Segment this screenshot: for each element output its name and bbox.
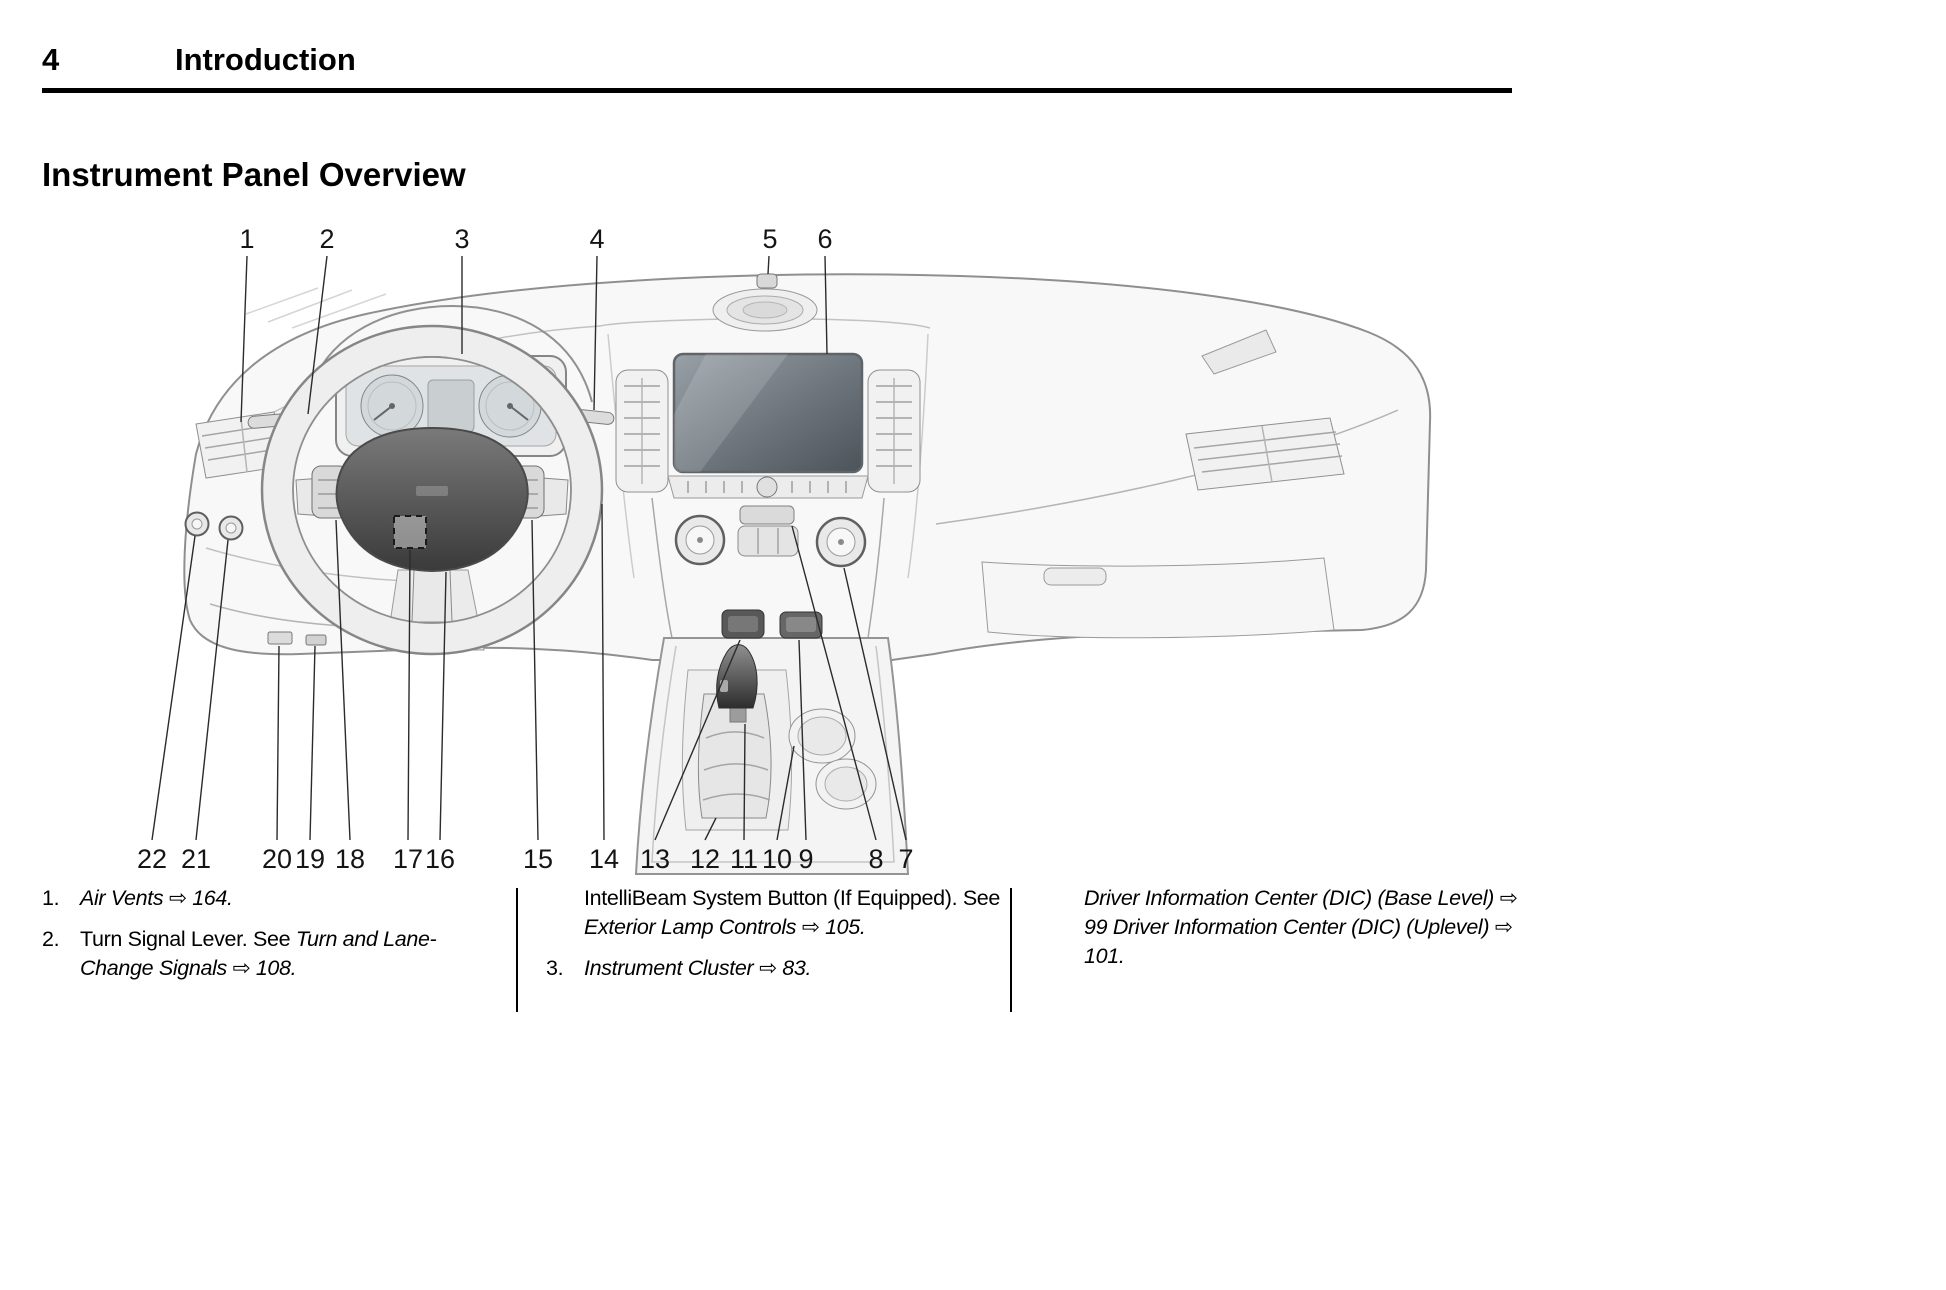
center-speaker — [712, 288, 818, 332]
legend-item-text: Driver Information Center (DIC) (Base Le… — [1084, 884, 1524, 971]
callout-number: 14 — [589, 844, 619, 874]
climate-controls — [651, 497, 885, 639]
callout-number: 4 — [589, 224, 604, 254]
legend-item-lead: IntelliBeam System Button (If Equipped).… — [584, 886, 1001, 910]
hazard-button — [739, 505, 795, 525]
section-title: Instrument Panel Overview — [42, 156, 466, 193]
center-air-vents — [615, 369, 921, 493]
callout-leader-lines — [151, 255, 907, 841]
right-tweeter — [1201, 329, 1277, 375]
callout-number: 7 — [898, 844, 913, 874]
callout-numbers-top: 1 2 3 4 5 6 — [239, 224, 832, 254]
legend-divider-2 — [1010, 888, 1012, 1012]
instrument-panel-figure: 1 2 3 4 5 6 22 21 20 19 18 17 16 15 14 1… — [0, 218, 1500, 888]
legend-divider-1 — [516, 888, 518, 1012]
cupholders — [788, 708, 877, 810]
airbag-pad — [335, 426, 529, 573]
callout-number: 11 — [730, 844, 758, 874]
legend-item-ref: Air Vents ⇨ 164. — [80, 886, 233, 910]
legend-item: Driver Information Center (DIC) (Base Le… — [1046, 884, 1524, 971]
legend-item-ref: Instrument Cluster ⇨ 83. — [584, 956, 812, 980]
page-number: 4 — [42, 42, 60, 77]
callout-number: 20 — [262, 844, 292, 874]
legend-item-lead: Turn Signal Lever. See — [80, 927, 296, 951]
legend-column-3: Driver Information Center (DIC) (Base Le… — [1046, 884, 1524, 983]
passenger-air-vent — [1185, 417, 1345, 491]
callout-number: 1 — [239, 224, 254, 254]
legend-item: 2. Turn Signal Lever. See Turn and Lane-… — [42, 925, 504, 983]
legend-item-text: Turn Signal Lever. See Turn and Lane-Cha… — [80, 925, 504, 983]
callout-number: 12 — [690, 844, 720, 874]
callout-number: 13 — [640, 844, 670, 874]
callout-number: 17 — [393, 844, 423, 874]
callout-number: 8 — [868, 844, 883, 874]
chapter-title: Introduction — [175, 42, 356, 77]
legend-item-text: IntelliBeam System Button (If Equipped).… — [584, 884, 1008, 942]
callout-number: 15 — [523, 844, 553, 874]
legend-item-number: 1. — [42, 886, 60, 910]
callout-number: 10 — [762, 844, 792, 874]
console-buttons — [721, 609, 823, 639]
callout-number: 19 — [295, 844, 325, 874]
headlamp-control-knobs — [184, 511, 244, 541]
instrument-cluster — [305, 304, 593, 457]
callout-number: 3 — [454, 224, 469, 254]
legend-item-ref: Turn and Lane-Change Signals ⇨ 108. — [80, 927, 437, 980]
lower-dash-controls — [267, 631, 327, 646]
callout-number: 5 — [762, 224, 777, 254]
legend-item: IntelliBeam System Button (If Equipped).… — [546, 884, 1008, 942]
callout-number: 21 — [181, 844, 211, 874]
infotainment-screen — [672, 352, 864, 474]
callout-number: 16 — [425, 844, 455, 874]
legend-item-text: Air Vents ⇨ 164. — [80, 884, 504, 913]
callout-number: 2 — [319, 224, 334, 254]
callout-number: 6 — [817, 224, 832, 254]
legend-item-text: Instrument Cluster ⇨ 83. — [584, 954, 1008, 983]
legend-item: 3. Instrument Cluster ⇨ 83. — [546, 954, 1008, 983]
callout-number: 9 — [798, 844, 813, 874]
audio-control-bar — [667, 475, 869, 499]
legend-item: 1. Air Vents ⇨ 164. — [42, 884, 504, 913]
dash-top-sensor — [756, 273, 778, 289]
legend-column-2: IntelliBeam System Button (If Equipped).… — [546, 884, 1008, 995]
glove-box — [981, 557, 1335, 639]
callout-numbers-bottom: 22 21 20 19 18 17 16 15 14 13 12 11 10 9… — [137, 844, 914, 874]
legend-item-number: 3. — [546, 956, 564, 980]
legend-item-ref: Exterior Lamp Controls ⇨ 105. — [584, 915, 866, 939]
legend-column-1: 1. Air Vents ⇨ 164. 2. Turn Signal Lever… — [42, 884, 504, 995]
dashed-callout-box — [393, 515, 427, 549]
header-rule — [42, 88, 1512, 93]
windshield-lines — [245, 287, 387, 329]
legend-item-ref: Driver Information Center (DIC) (Base Le… — [1084, 886, 1518, 968]
callout-number: 22 — [137, 844, 167, 874]
legend-item-number: 2. — [42, 927, 60, 951]
callout-number: 18 — [335, 844, 365, 874]
